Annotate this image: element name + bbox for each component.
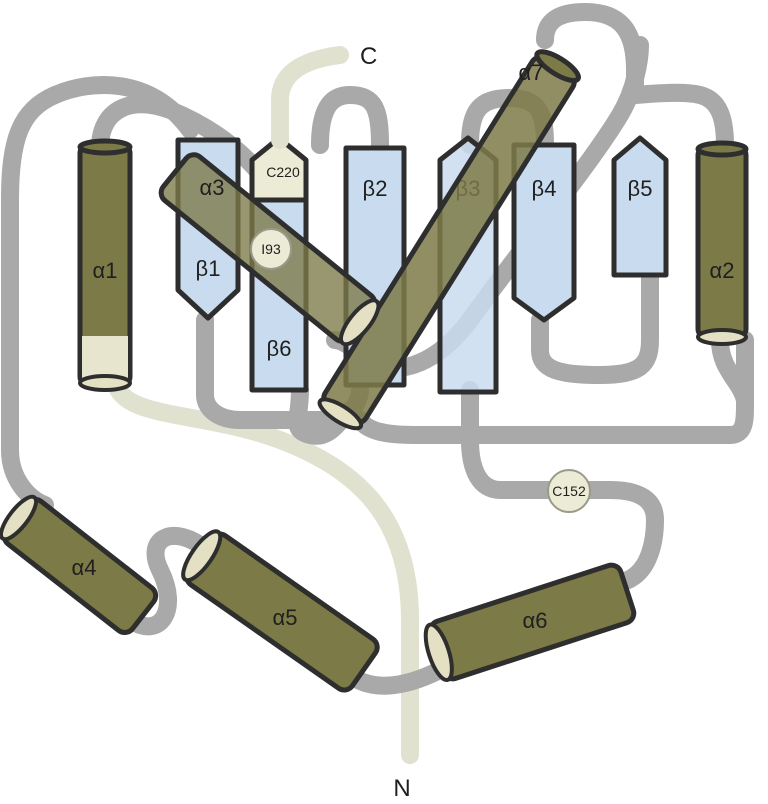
loop-b4-b5: [531, 266, 659, 384]
strand-b2-label: β2: [363, 176, 388, 201]
helix-a5: [181, 529, 380, 693]
strand-b5: β5: [611, 135, 669, 278]
helix-a5-label: α5: [273, 605, 298, 630]
residue-c220-label: C220: [266, 164, 300, 180]
strand-b4: β4: [511, 142, 577, 323]
helices: α1 α2 α7 α3 α4: [0, 49, 749, 693]
residue-i93-label: I93: [261, 241, 281, 257]
residue-c152-label: C152: [552, 483, 586, 499]
helix-a3-label: α3: [200, 175, 225, 200]
helix-a4-label: α4: [72, 555, 97, 580]
loop-a4-a5: [121, 526, 209, 636]
helix-a7-label: α7: [519, 60, 544, 85]
loop-bottom-right: [351, 331, 754, 444]
helix-a1-label: α1: [93, 258, 118, 283]
loop-top-left: [46, 75, 199, 139]
residue-i93: I93: [250, 228, 292, 270]
loop-a6-b3: [461, 381, 664, 589]
helix-a4: [0, 494, 159, 635]
strand-b6-tip: C220: [249, 135, 309, 203]
helix-a6: [423, 562, 637, 683]
n-terminus-label: N: [393, 775, 410, 802]
helix-a6-label: α6: [523, 608, 548, 633]
helix-a1: α1: [77, 138, 133, 392]
n-terminal-loop: [106, 371, 419, 764]
loop-a2-bottom: [711, 331, 754, 409]
c-terminal-loop: [271, 46, 349, 149]
loop-b2-top: [311, 86, 389, 154]
loop-a1-a4: [1, 86, 64, 514]
helix-a7: [317, 49, 581, 431]
c-terminus-label: C: [360, 43, 377, 70]
strand-b1-label: β1: [196, 256, 221, 281]
strand-b6-label: β6: [267, 336, 292, 361]
helix-a2-label: α2: [710, 258, 735, 283]
strand-b5-label: β5: [628, 176, 653, 201]
residue-c152: C152: [547, 469, 591, 513]
helix-a2: α2: [695, 140, 749, 346]
strand-b4-label: β4: [532, 176, 557, 201]
